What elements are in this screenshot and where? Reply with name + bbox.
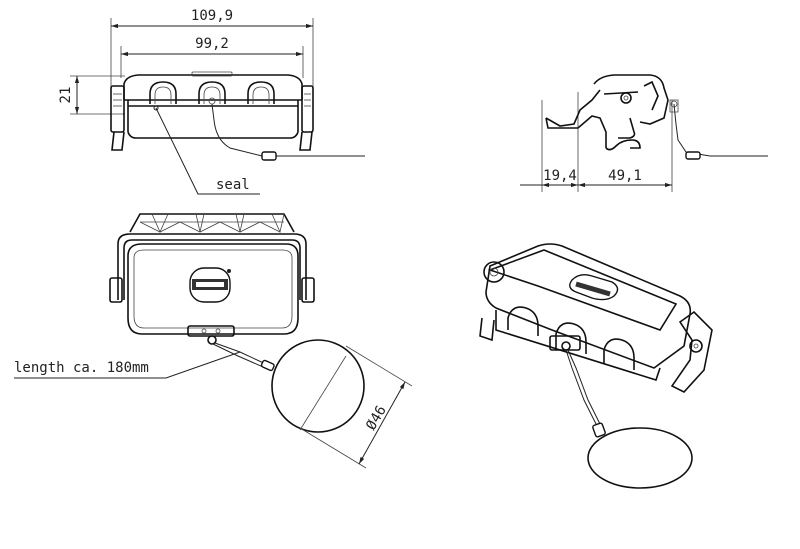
cable-loop	[271, 339, 365, 433]
isometric-view	[479, 243, 713, 489]
dim-line-loop-diameter	[358, 381, 406, 465]
dim-depth: 49,1	[608, 168, 642, 184]
side-view	[520, 74, 768, 192]
dim-overall-width: 109,9	[191, 8, 233, 24]
dim-offset: 19,4	[543, 168, 577, 184]
length-leader-line	[14, 351, 241, 379]
dim-loop-diameter: Ø46	[363, 403, 390, 433]
dim-height: 21	[58, 87, 74, 104]
top-view	[14, 213, 413, 469]
dim-inner-width: 99,2	[195, 36, 229, 52]
length-label: length ca. 180mm	[14, 360, 149, 376]
seal-leader-line	[155, 107, 260, 195]
front-view	[70, 18, 365, 195]
seal-label: seal	[216, 177, 250, 193]
iso-cable-loop	[587, 427, 693, 489]
